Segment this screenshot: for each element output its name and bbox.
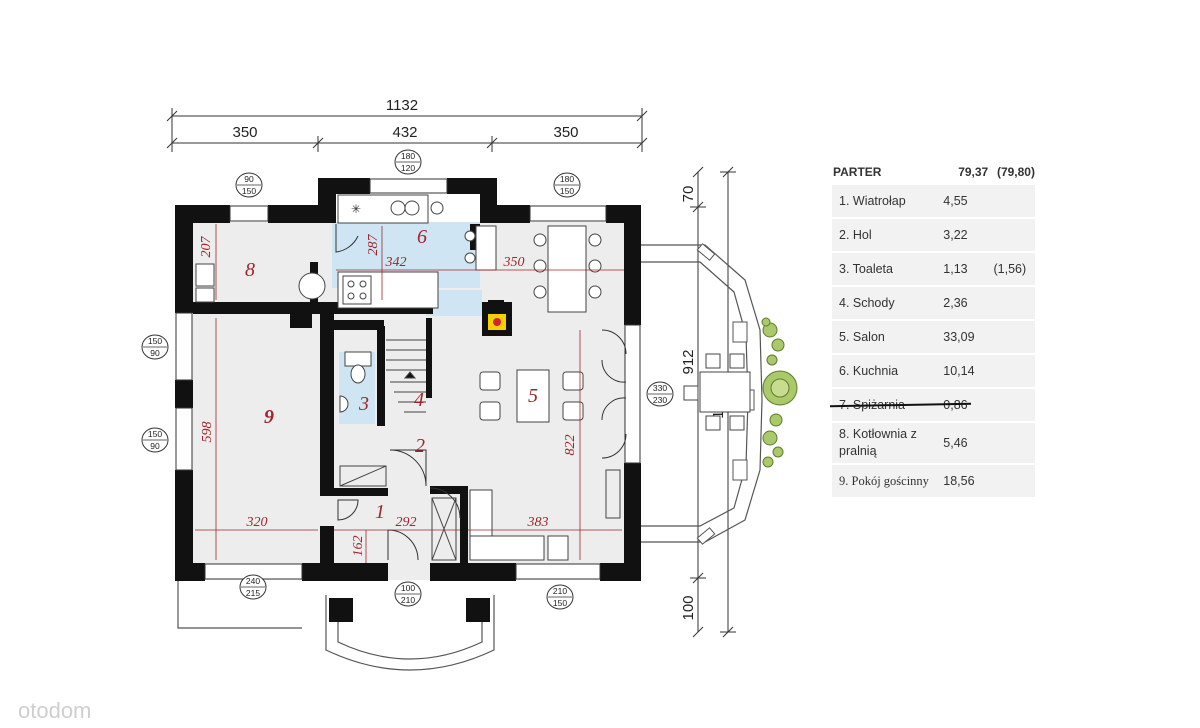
room-area: 18,56 [943, 474, 975, 488]
room-area: 5,46 [943, 436, 968, 450]
room-area: 2,36 [943, 296, 968, 310]
bathroom-fixtures [339, 351, 372, 413]
legend-total-alt: (79,80) [996, 165, 1035, 179]
room-area: 4,55 [943, 194, 968, 208]
dim-segment-middle: 432 [392, 124, 417, 141]
floor-plan: 1132 350 432 350 70 912 1082 100 [18, 97, 798, 723]
laundry-fixtures [195, 263, 326, 303]
room-name: 4. Schody [839, 295, 895, 310]
dim-342: 342 [385, 255, 407, 270]
wardrobes [339, 465, 621, 561]
fireplace [482, 302, 512, 336]
room-name: 1. Wiatrołap [839, 193, 906, 208]
room-area: 3,22 [943, 228, 968, 242]
dim-right-bottom: 100 [680, 595, 697, 620]
window-w7-width: 240 [246, 576, 260, 586]
dim-segment-right: 350 [553, 124, 578, 141]
window-w5-height: 90 [150, 441, 160, 451]
dim-segment-left: 350 [232, 124, 257, 141]
window-w3-width: 180 [560, 174, 574, 184]
dim-822: 822 [563, 435, 578, 456]
dim-320: 320 [246, 515, 268, 530]
legend-total: 79,37 [958, 165, 989, 179]
room-name: 2. Hol [839, 227, 872, 242]
room-name: 6. Kuchnia [839, 363, 899, 378]
dining-set [533, 225, 602, 313]
legend-row: 2. Hol 3,22 [832, 218, 1035, 251]
legend-row: 5. Salon 33,09 [832, 320, 1035, 353]
legend-row: 3. Toaleta 1,13 (1,56) [832, 252, 1035, 285]
window-w9-height: 150 [553, 598, 567, 608]
room-name: 3. Toaleta [839, 261, 893, 276]
window-w8-width: 100 [401, 583, 415, 593]
legend-title: PARTER [833, 165, 882, 179]
room-area: 1,13 [943, 262, 968, 276]
stairs [386, 339, 426, 413]
dim-right-top: 70 [680, 186, 697, 203]
kitchen-fixtures [337, 194, 497, 309]
room-1-label: 1 [375, 501, 385, 523]
window-w2-width: 180 [401, 151, 415, 161]
window-w1-height: 150 [242, 186, 256, 196]
terrace-furniture [683, 353, 751, 431]
window-w2-height: 120 [401, 163, 415, 173]
room-3-label: 3 [358, 393, 369, 415]
watermark-text: otodom [18, 698, 91, 723]
dim-207: 207 [199, 236, 214, 258]
plant-icon [761, 317, 798, 468]
dim-598: 598 [200, 422, 215, 443]
dim-right-middle: 912 [680, 349, 697, 374]
window-w7-height: 215 [246, 588, 260, 598]
room-area: 33,09 [943, 330, 975, 344]
walls [175, 178, 641, 622]
room-6-label: 6 [417, 226, 427, 248]
legend-row-struck: 7. Spiżarnia 0,86 [832, 388, 1035, 421]
star-icon: ✳ [351, 202, 361, 216]
room-area: 10,14 [943, 364, 975, 378]
window-w8-height: 210 [401, 595, 415, 605]
legend-header: PARTER 79,37 (79,80) [832, 160, 1035, 184]
room-name: 8. Kotłownia z pralnią [839, 427, 917, 458]
room-area-table: PARTER 79,37 (79,80) 1. Wiatrołap 4,55 2… [832, 160, 1035, 498]
window-w6-height: 230 [653, 395, 667, 405]
dim-overall-width: 1132 [386, 97, 418, 114]
room-9-label: 9 [264, 406, 274, 428]
room-name: 5. Salon [839, 329, 885, 344]
inner-dimension-lines [195, 224, 624, 563]
legend-row: 9. Pokój gościnny 18,56 [832, 464, 1035, 497]
top-dimensions [166, 108, 648, 152]
window-w1-width: 90 [244, 174, 254, 184]
room-area-alt: (1,56) [993, 262, 1027, 276]
room-8-label: 8 [245, 259, 255, 281]
dim-287: 287 [366, 234, 381, 256]
room-name: 9. Pokój gościnny [839, 473, 929, 488]
living-furniture [469, 369, 584, 561]
dim-162: 162 [351, 536, 366, 557]
windows [175, 178, 641, 580]
legend-row: 4. Schody 2,36 [832, 286, 1035, 319]
room-name: 7. Spiżarnia [832, 397, 943, 414]
inner-dimension-text: 207 287 342 350 598 320 822 292 383 162 [199, 234, 578, 557]
window-label-dividers [143, 161, 672, 598]
dim-292: 292 [396, 515, 417, 530]
room-4-label: 4 [414, 389, 424, 411]
window-w3-height: 150 [560, 186, 574, 196]
window-w4-width: 150 [148, 336, 162, 346]
dim-350: 350 [503, 255, 525, 270]
legend-row: 1. Wiatrołap 4,55 [832, 184, 1035, 217]
window-w6-width: 330 [653, 383, 667, 393]
window-w9-width: 210 [553, 586, 567, 596]
legend-row: 8. Kotłownia z pralnią 5,46 [832, 422, 1035, 463]
window-w4-height: 90 [150, 348, 160, 358]
window-w5-width: 150 [148, 429, 162, 439]
legend-row: 6. Kuchnia 10,14 [832, 354, 1035, 387]
dim-383: 383 [527, 515, 549, 530]
room-5-label: 5 [528, 385, 538, 407]
window-label-text: 90 150 180 120 180 150 150 90 150 90 330… [148, 151, 667, 608]
room-numbers: 1 2 3 4 5 6 8 9 [245, 226, 538, 523]
room-2-label: 2 [415, 435, 425, 457]
